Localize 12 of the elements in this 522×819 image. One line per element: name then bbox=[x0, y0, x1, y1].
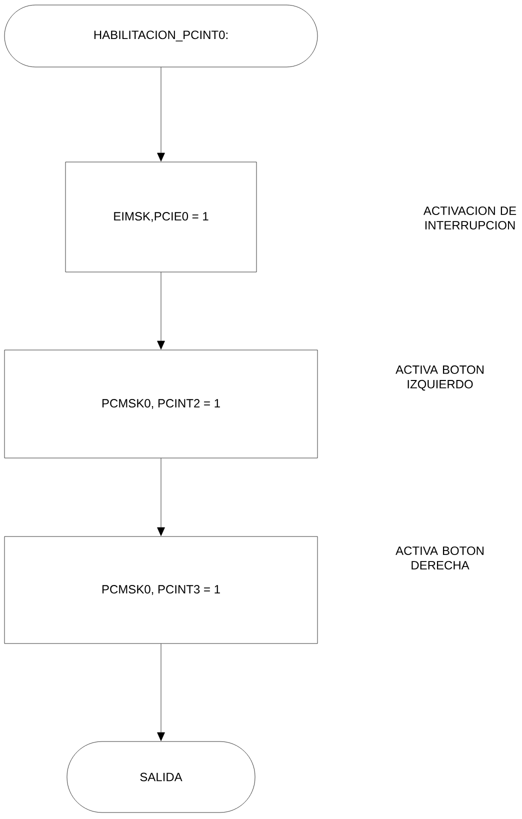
annotation-text: ACTIVACION DE INTERRUPCION bbox=[423, 206, 516, 230]
process-box: PCMSK0, PCINT3 = 1 bbox=[4, 536, 318, 644]
arrow bbox=[157, 644, 165, 742]
terminal-box: SALIDA bbox=[66, 741, 256, 813]
arrow bbox=[157, 458, 165, 536]
terminal-box: HABILITACION_PCINT0: bbox=[4, 4, 318, 68]
process-box: PCMSK0, PCINT2 = 1 bbox=[4, 350, 318, 458]
annotation-text: ACTIVA BOTON IZQUIERDO bbox=[396, 365, 484, 391]
annotation-text: ACTIVA BOTON DERECHA bbox=[396, 546, 484, 570]
process-box: EIMSK,PCIE0 = 1 bbox=[65, 162, 257, 272]
arrow bbox=[157, 67, 165, 162]
arrow bbox=[157, 272, 165, 350]
